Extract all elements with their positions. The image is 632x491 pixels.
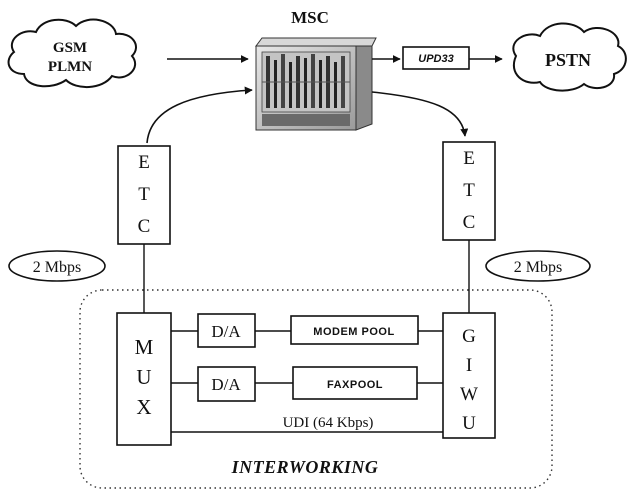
- modem-pool-label: MODEM POOL: [313, 326, 394, 338]
- msc-rack-image: [256, 38, 376, 130]
- etc-left-letter-e: E: [138, 152, 150, 173]
- plmn-label: PLMN: [48, 59, 92, 75]
- gsm-label: GSM: [53, 40, 87, 56]
- etc-right-letter-t: T: [463, 180, 475, 201]
- mux-letter-x: X: [136, 395, 151, 419]
- rate-right-label: 2 Mbps: [514, 259, 562, 276]
- etc-left-letter-c: C: [138, 216, 151, 237]
- pstn-cloud: PSTN: [513, 23, 626, 90]
- udi-label: UDI (64 Kbps): [283, 415, 374, 431]
- mux-letter-m: M: [135, 335, 154, 359]
- giwu-letter-u: U: [462, 413, 476, 434]
- interworking-label: INTERWORKING: [231, 457, 379, 477]
- rate-left-label: 2 Mbps: [33, 259, 81, 276]
- pstn-label: PSTN: [545, 50, 591, 70]
- arrow-msc-to-etc-right: [372, 92, 465, 136]
- upd33-label: UPD33: [418, 53, 453, 65]
- fax-pool-label: FAXPOOL: [327, 379, 383, 391]
- etc-right-letter-e: E: [463, 148, 475, 169]
- arrow-etc-left-to-msc: [147, 90, 252, 143]
- msc-label: MSC: [291, 8, 329, 27]
- etc-left-letter-t: T: [138, 184, 150, 205]
- da-bottom-label: D/A: [211, 375, 241, 394]
- giwu-letter-g: G: [462, 326, 476, 347]
- giwu-letter-i: I: [466, 355, 472, 376]
- etc-right-letter-c: C: [463, 212, 476, 233]
- gsm-plmn-cloud: GSM PLMN: [9, 20, 136, 87]
- da-top-label: D/A: [211, 322, 241, 341]
- mux-letter-u: U: [136, 365, 151, 389]
- giwu-letter-w: W: [460, 384, 478, 405]
